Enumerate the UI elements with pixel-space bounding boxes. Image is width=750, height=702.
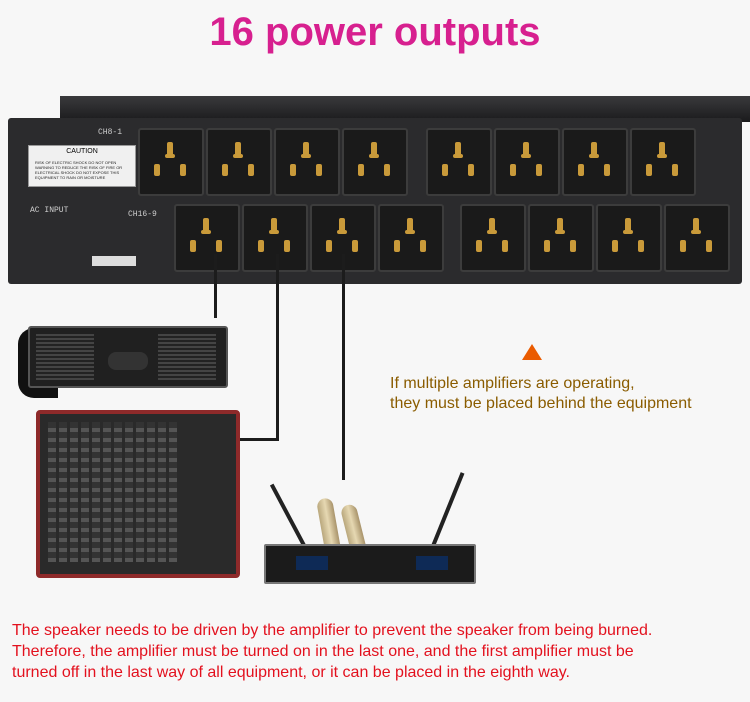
wire-to-receiver bbox=[342, 254, 345, 480]
row2-label: CH16-9 bbox=[128, 210, 157, 219]
power-socket-ch16 bbox=[174, 204, 240, 272]
footer-line-3: turned off in the last way of all equipm… bbox=[12, 664, 570, 681]
row1-label: CH8-1 bbox=[98, 128, 123, 137]
ac-input-label: AC INPUT bbox=[30, 206, 69, 215]
wire-to-mixer-horizontal bbox=[232, 438, 279, 441]
mixer-channel-strip bbox=[125, 422, 133, 562]
mixer-channel-strip bbox=[48, 422, 56, 562]
amp-left-grill bbox=[36, 334, 94, 380]
note-line-2: they must be placed behind the equipment bbox=[390, 395, 692, 412]
power-socket-ch10 bbox=[596, 204, 662, 272]
mixer-channel-strip bbox=[136, 422, 144, 562]
power-socket-ch5 bbox=[342, 128, 408, 196]
power-socket-ch12 bbox=[460, 204, 526, 272]
warning-triangle-icon bbox=[522, 344, 542, 360]
power-socket-ch6 bbox=[274, 128, 340, 196]
warning-subtitle: RISK OF ELECTRIC SHOCK DO NOT OPEN bbox=[35, 160, 117, 165]
note-line-1: If multiple amplifiers are operating, bbox=[390, 375, 635, 392]
amp-right-grill bbox=[158, 334, 216, 380]
power-socket-ch9 bbox=[664, 204, 730, 272]
wire-to-amplifier bbox=[214, 254, 217, 318]
mixer-channel-strip bbox=[147, 422, 155, 562]
power-socket-ch1 bbox=[630, 128, 696, 196]
amp-knobs bbox=[108, 352, 148, 370]
rack-top-panel bbox=[60, 96, 750, 122]
receiver-screen-2 bbox=[416, 556, 448, 570]
wire-to-mixer-vertical bbox=[276, 254, 279, 440]
power-socket-ch13 bbox=[378, 204, 444, 272]
power-socket-ch4 bbox=[426, 128, 492, 196]
audio-mixer bbox=[36, 410, 240, 578]
mixer-channel-strip bbox=[59, 422, 67, 562]
serial-sticker bbox=[92, 256, 136, 266]
right-antenna bbox=[431, 472, 465, 546]
mixer-channel-strip bbox=[70, 422, 78, 562]
power-socket-ch15 bbox=[242, 204, 308, 272]
footer-text: The speaker needs to be driven by the am… bbox=[12, 620, 738, 683]
power-socket-ch8 bbox=[138, 128, 204, 196]
mixer-channel-strip bbox=[158, 422, 166, 562]
mixer-channel-strip bbox=[169, 422, 177, 562]
footer-line-2: Therefore, the amplifier must be turned … bbox=[12, 643, 634, 660]
power-socket-ch11 bbox=[528, 204, 594, 272]
warning-title: CAUTION bbox=[66, 148, 98, 155]
mixer-channel-strip bbox=[103, 422, 111, 562]
amplifier-note: If multiple amplifiers are operating, th… bbox=[390, 374, 692, 414]
power-socket-ch3 bbox=[494, 128, 560, 196]
power-socket-ch7 bbox=[206, 128, 272, 196]
power-amplifier bbox=[28, 326, 228, 388]
warning-text: RISK OF ELECTRIC SHOCK DO NOT OPEN WARNI… bbox=[35, 160, 129, 180]
warning-label: CAUTION RISK OF ELECTRIC SHOCK DO NOT OP… bbox=[28, 145, 136, 187]
receiver-screen-1 bbox=[296, 556, 328, 570]
mixer-channel-strip bbox=[81, 422, 89, 562]
wireless-receiver bbox=[264, 544, 476, 584]
warning-body: WARNING TO REDUCE THE RISK OF FIRE OR EL… bbox=[35, 165, 123, 180]
footer-line-1: The speaker needs to be driven by the am… bbox=[12, 622, 653, 639]
power-socket-ch2 bbox=[562, 128, 628, 196]
page-title: 16 power outputs bbox=[209, 10, 541, 54]
mixer-channel-strip bbox=[114, 422, 122, 562]
mixer-channel-strip bbox=[92, 422, 100, 562]
